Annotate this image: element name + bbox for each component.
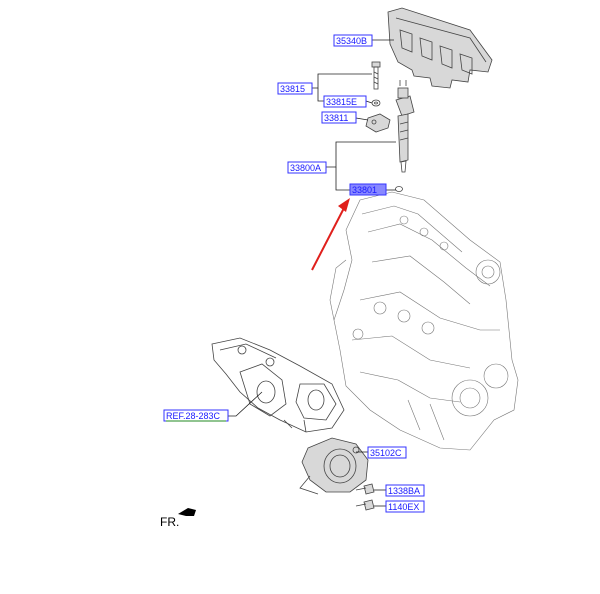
- throttle-bolt-lower[interactable]: [355, 499, 375, 511]
- label-33815E-text: 33815E: [326, 97, 357, 107]
- label-33811[interactable]: 33811: [321, 111, 357, 124]
- engine-cover[interactable]: [387, 7, 493, 89]
- injector-clamp[interactable]: [365, 113, 391, 133]
- label-ref-28-283C[interactable]: REF.28-283C: [163, 409, 229, 422]
- bolt-washer[interactable]: [371, 99, 381, 107]
- fuel-injector[interactable]: [395, 80, 415, 173]
- label-35102C[interactable]: 35102C: [367, 446, 407, 459]
- label-1140EX-text: 1140EX: [388, 502, 419, 512]
- front-arrow-icon: [178, 508, 196, 516]
- label-33801[interactable]: 33801: [349, 183, 387, 196]
- label-35102C-text: 35102C: [370, 448, 402, 458]
- label-33815-text: 33815: [280, 84, 305, 94]
- throttle-bolt-upper[interactable]: [355, 483, 375, 495]
- label-1338BA[interactable]: 1338BA: [385, 484, 425, 497]
- front-label: FR.: [160, 515, 179, 529]
- label-33800A-text: 33800A: [290, 163, 321, 173]
- label-1338BA-text: 1338BA: [388, 486, 420, 496]
- injector-seal[interactable]: [395, 186, 403, 192]
- highlight-arrow: [311, 198, 350, 271]
- label-33815[interactable]: 33815: [277, 82, 313, 95]
- label-33815E[interactable]: 33815E: [323, 95, 367, 108]
- label-33811-text: 33811: [324, 113, 348, 123]
- injector-bolt[interactable]: [371, 61, 381, 90]
- label-ref-text: REF.28-283C: [166, 411, 221, 421]
- label-35340B-text: 35340B: [336, 36, 367, 46]
- label-33800A[interactable]: 33800A: [287, 161, 327, 174]
- intake-manifold: [211, 337, 345, 433]
- label-35340B[interactable]: 35340B: [333, 34, 373, 47]
- leader-lines: [228, 39, 396, 507]
- front-direction-indicator: FR.: [160, 508, 196, 529]
- engine-block: [329, 191, 519, 451]
- label-1140EX[interactable]: 1140EX: [385, 500, 425, 513]
- throttle-body[interactable]: [299, 437, 369, 495]
- label-33801-text: 33801: [352, 185, 377, 195]
